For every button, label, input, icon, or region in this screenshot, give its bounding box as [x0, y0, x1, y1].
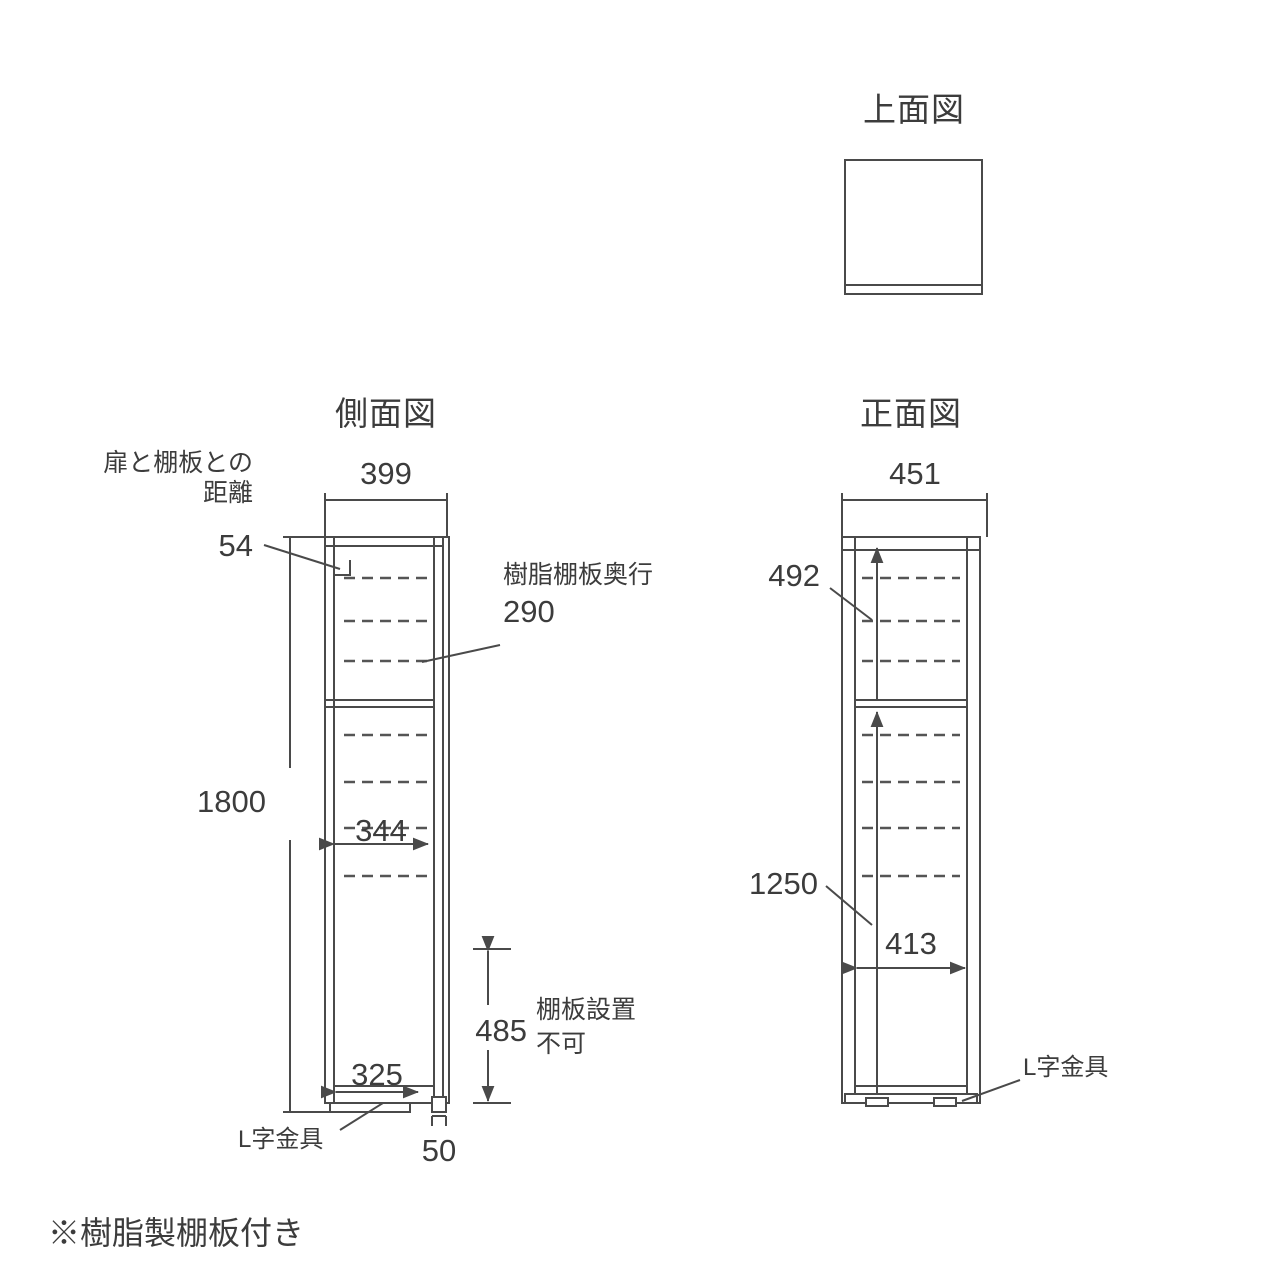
- dimension-413: 413: [885, 926, 937, 961]
- front-width-dimension: [841, 493, 988, 537]
- l-bracket-label-side: L字金具: [238, 1126, 324, 1153]
- l-bracket-label-front: L字金具: [1023, 1054, 1109, 1081]
- door-shelf-distance-label-line1: 扉と棚板との: [103, 449, 253, 477]
- front-view-shape: [841, 536, 981, 1107]
- dimension-325: 325: [351, 1057, 403, 1092]
- no-shelf-label-line1: 棚板設置: [536, 996, 637, 1024]
- side-50-dimension: [431, 1115, 447, 1126]
- side-view-shape: [324, 536, 450, 1113]
- side-view-title: 側面図: [335, 395, 437, 432]
- leader-1250: [825, 885, 873, 926]
- front-1250-dimension: [825, 711, 884, 1093]
- top-view-shape: [844, 159, 983, 295]
- dimension-399: 399: [360, 456, 412, 491]
- leader-492: [829, 587, 873, 621]
- front-492-dimension: [829, 547, 884, 700]
- no-shelf-label-line2: 不可: [536, 1030, 587, 1058]
- side-width-dimension: [324, 493, 448, 537]
- leader-l-bracket-front: [961, 1079, 1021, 1102]
- footnote: ※樹脂製棚板付き: [48, 1215, 305, 1251]
- leader-l-bracket-side: [339, 1102, 384, 1131]
- dimension-451: 451: [889, 456, 941, 491]
- side-shelf-lines: [344, 576, 428, 878]
- side-height-dimension: [283, 536, 333, 1113]
- dimension-50: 50: [421, 1133, 457, 1168]
- dimension-344: 344: [355, 813, 407, 848]
- dimension-1800: 1800: [197, 784, 266, 819]
- dimension-1250: 1250: [749, 866, 818, 901]
- dimension-290: 290: [503, 594, 555, 629]
- dimension-485: 485: [475, 1013, 527, 1048]
- leader-54: [263, 544, 341, 570]
- top-view-title: 上面図: [863, 91, 965, 128]
- dimension-54: 54: [218, 528, 253, 563]
- front-shelf-lines: [862, 576, 960, 878]
- door-shelf-distance-label-line2: 距離: [202, 479, 253, 507]
- leader-290: [421, 644, 501, 663]
- side-485-dimension: [473, 936, 511, 1104]
- resin-shelf-depth-label: 樹脂棚板奥行: [503, 561, 654, 589]
- front-view-title: 正面図: [860, 395, 962, 432]
- dimension-492: 492: [768, 558, 820, 593]
